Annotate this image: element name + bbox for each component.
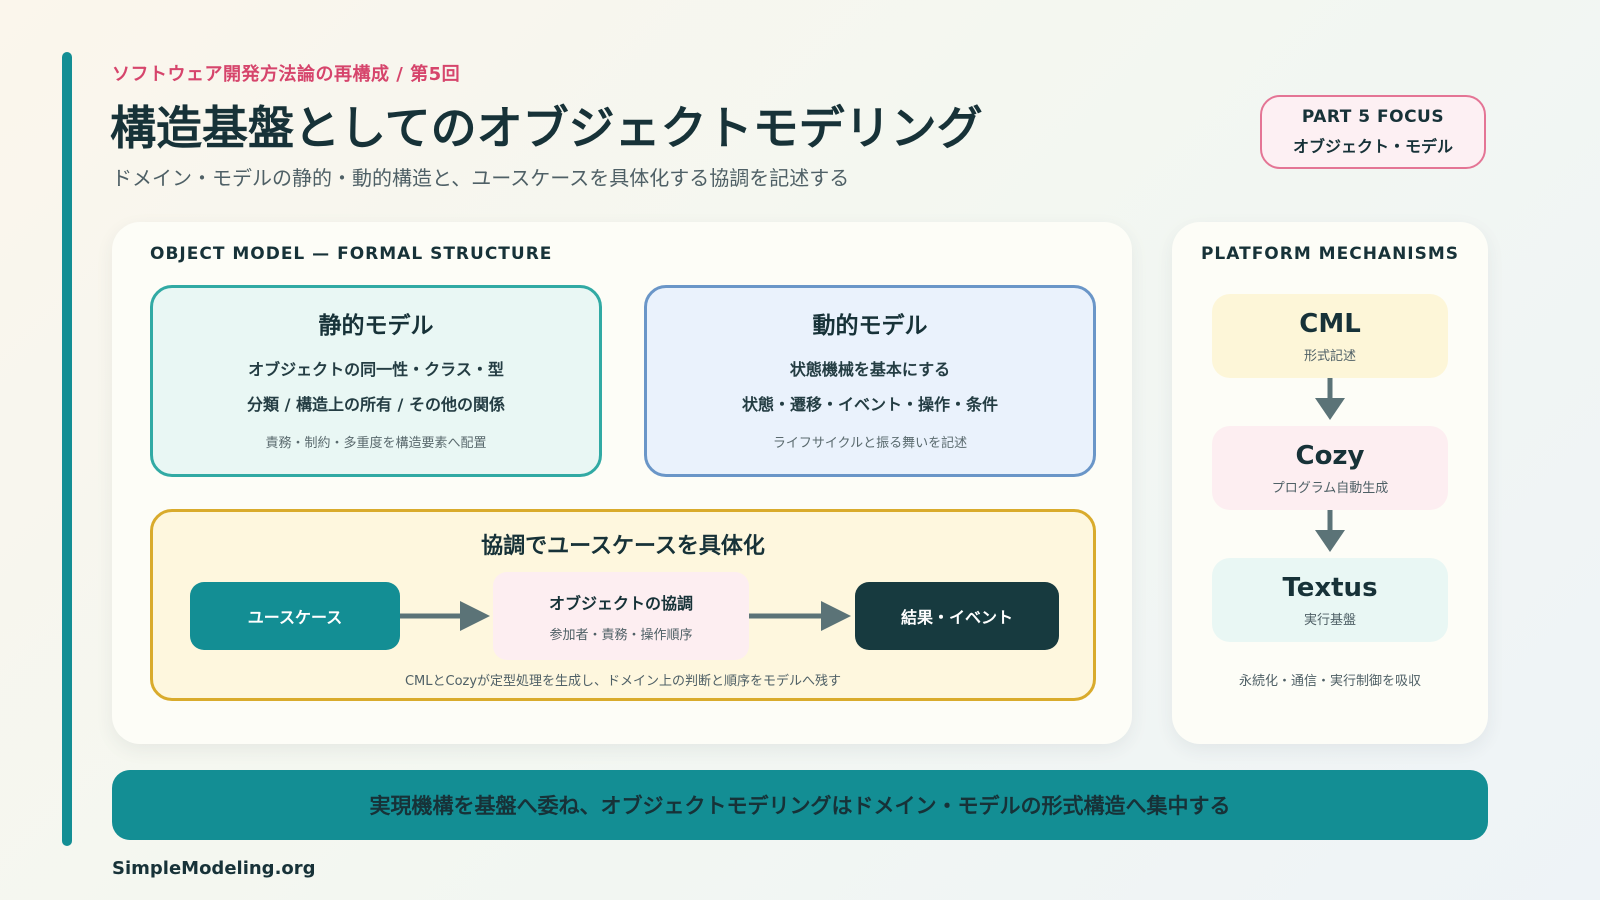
static-model-note: 責務・制約・多重度を構造要素へ配置 [265,436,487,451]
object-model-panel: OBJECT MODEL — FORMAL STRUCTURE 静的モデル オブ… [112,222,1132,744]
object-collaboration-title: オブジェクトの協調 [548,593,693,613]
summary-banner: 実現機構を基盤へ委ね、オブジェクトモデリングはドメイン・モデルの形式構造へ集中す… [112,770,1488,840]
mechanism-description: 形式記述 [1303,348,1356,364]
arrow-right-icon [400,601,490,631]
mechanism-description: 実行基盤 [1303,612,1356,628]
mechanism-name: Cozy [1295,440,1365,471]
arrow-down-icon [1315,378,1345,420]
usecase-node: ユースケース [190,582,400,650]
mechanism-name: CML [1299,308,1361,339]
part-focus-badge: PART 5 FOCUS オブジェクト・モデル [1260,95,1486,169]
badge-topic-label: オブジェクト・モデル [1292,137,1453,156]
platform-panel: PLATFORM MECHANISMS CML 形式記述 Cozy プログラム自… [1172,222,1488,744]
mechanism-description: プログラム自動生成 [1271,480,1389,496]
static-model-line-1: オブジェクトの同一性・クラス・型 [248,360,504,379]
mechanism-name: Textus [1282,572,1378,603]
static-model-line-2: 分類 / 構造上の所有 / その他の関係 [247,395,505,414]
object-collaboration-node: オブジェクトの協調 参加者・責務・操作順序 [493,572,749,660]
series-label: ソフトウェア開発方法論の再構成 / 第5回 [112,64,461,85]
arrow-down-icon [1315,510,1345,552]
accent-bar [62,52,72,846]
object-model-heading: OBJECT MODEL — FORMAL STRUCTURE [150,244,553,264]
collaboration-title: 協調でユースケースを具体化 [481,534,765,559]
mechanism-cml: CML 形式記述 [1212,294,1448,378]
static-model-title: 静的モデル [318,313,434,339]
collaboration-box: 協調でユースケースを具体化 ユースケース オブジェクトの協調 参加者・責務・操作… [150,509,1096,701]
dynamic-model-line-1: 状態機械を基本にする [789,360,951,379]
site-footer: SimpleModeling.org [112,858,316,879]
dynamic-model-box: 動的モデル 状態機械を基本にする 状態・遷移・イベント・操作・条件 ライフサイク… [644,285,1096,477]
object-collaboration-sub: 参加者・責務・操作順序 [549,627,693,643]
dynamic-model-line-2: 状態・遷移・イベント・操作・条件 [741,395,998,414]
page-title: 構造基盤としてのオブジェクトモデリング [110,101,983,155]
platform-heading: PLATFORM MECHANISMS [1200,244,1460,264]
result-event-label: 結果・イベント [900,608,1013,627]
usecase-node-label: ユースケース [247,608,343,627]
platform-note: 永続化・通信・実行制御を吸収 [1238,674,1421,689]
page-subtitle: ドメイン・モデルの静的・動的構造と、ユースケースを具体化する協調を記述する [112,166,850,190]
arrow-right-icon [749,601,851,631]
result-event-node: 結果・イベント [855,582,1059,650]
collaboration-note: CMLとCozyが定型処理を生成し、ドメイン上の判断と順序をモデルへ残す [404,674,842,689]
dynamic-model-title: 動的モデル [812,313,928,339]
mechanism-cozy: Cozy プログラム自動生成 [1212,426,1448,510]
summary-banner-text: 実現機構を基盤へ委ね、オブジェクトモデリングはドメイン・モデルの形式構造へ集中す… [369,794,1231,818]
dynamic-model-note: ライフサイクルと振る舞いを記述 [772,436,968,451]
mechanism-textus: Textus 実行基盤 [1212,558,1448,642]
badge-part-label: PART 5 FOCUS [1301,107,1445,127]
static-model-box: 静的モデル オブジェクトの同一性・クラス・型 分類 / 構造上の所有 / その他… [150,285,602,477]
